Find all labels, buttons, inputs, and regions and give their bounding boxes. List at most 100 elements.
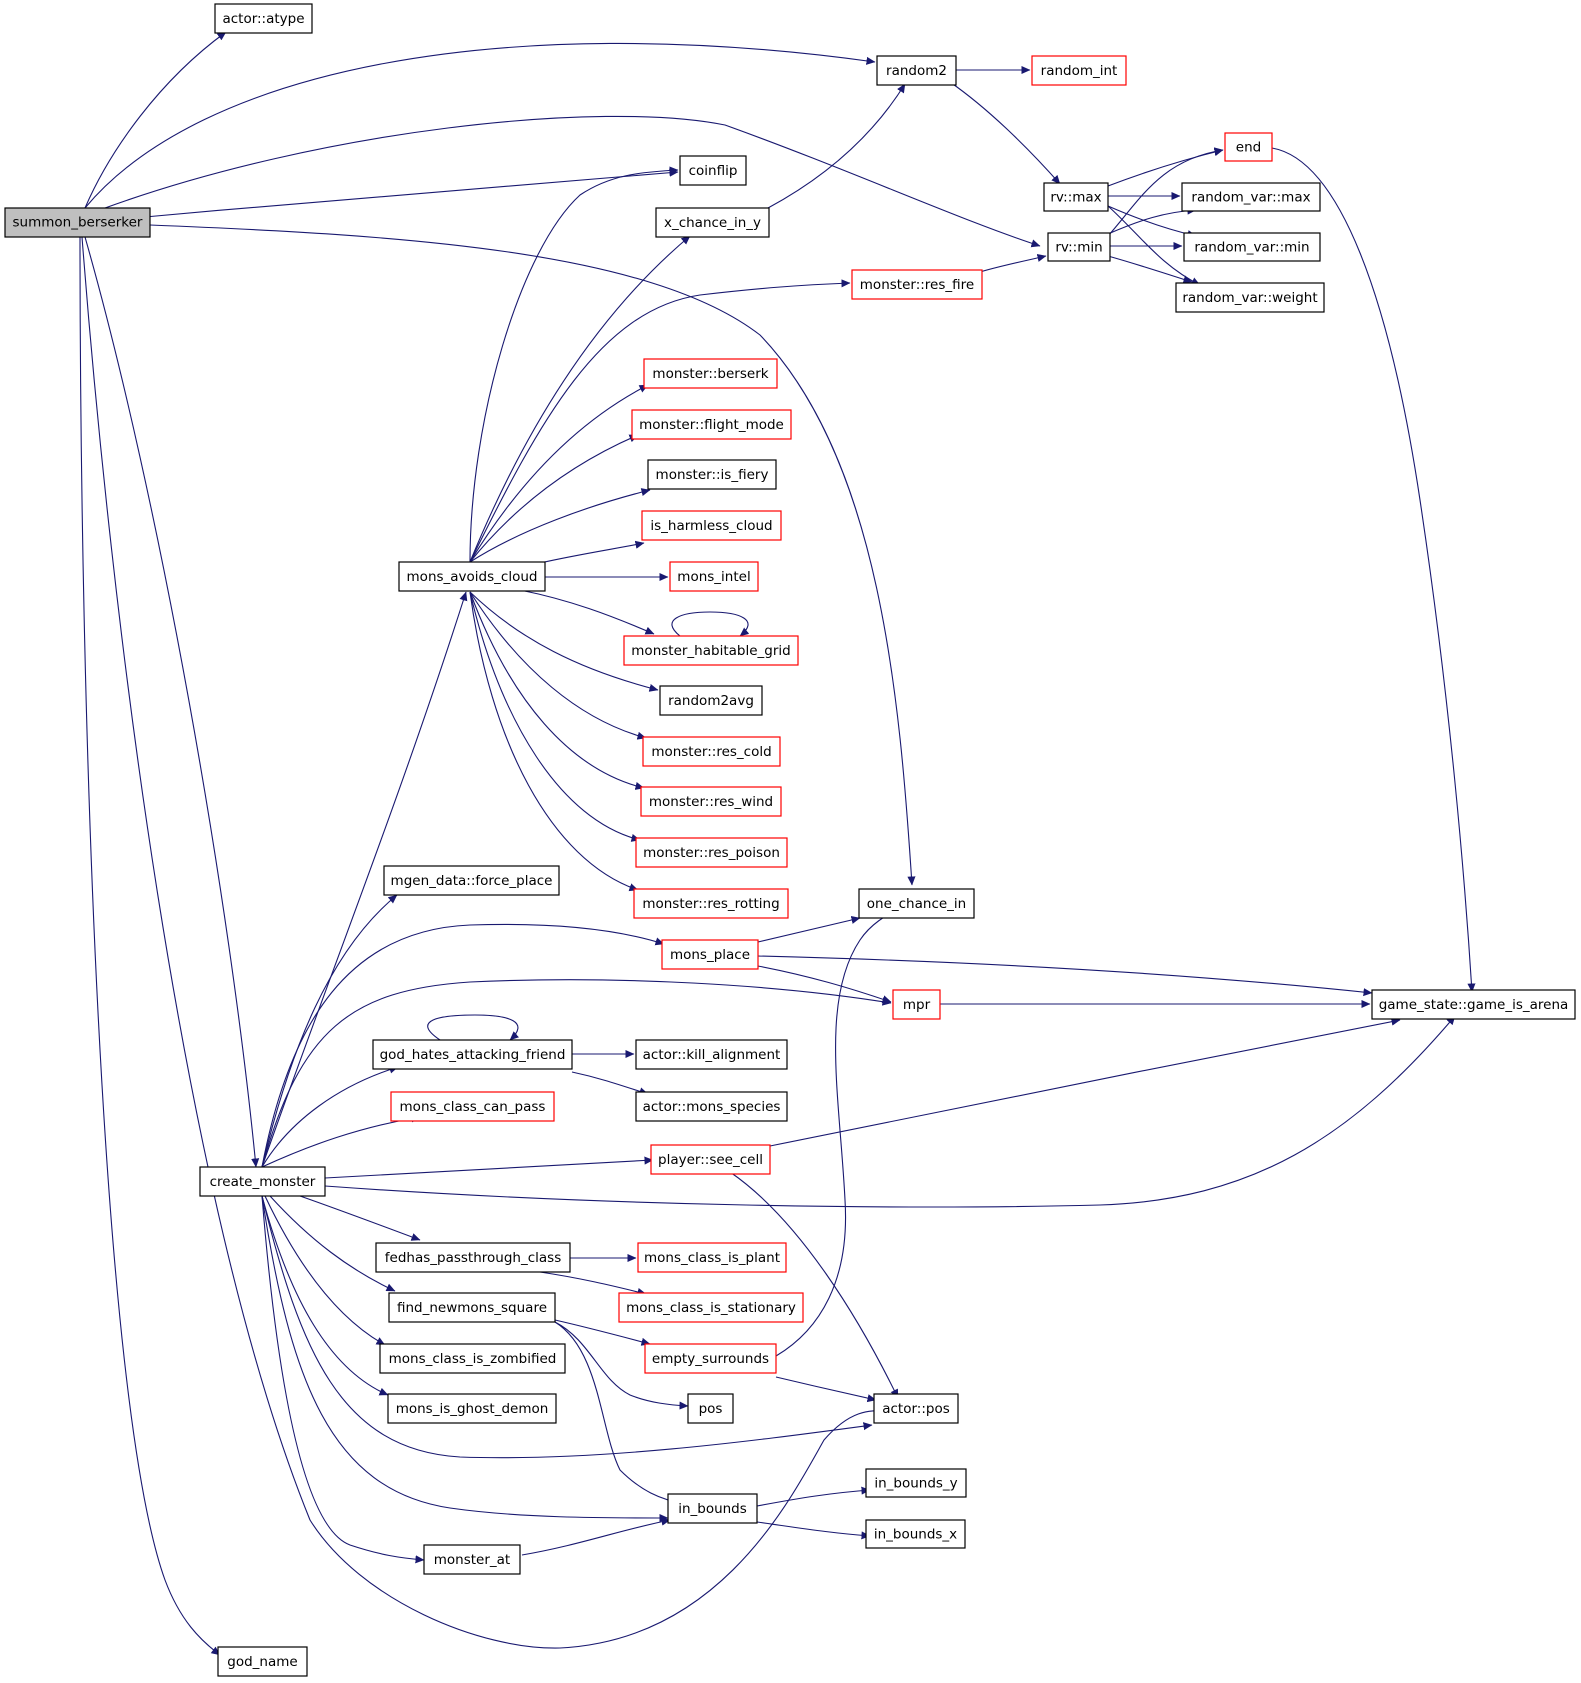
svg-text:monster::is_fiery: monster::is_fiery	[656, 467, 769, 483]
node-rv-max[interactable]: rv::max	[1043, 182, 1109, 212]
node-actor-mons-species[interactable]: actor::mons_species	[635, 1091, 788, 1122]
node-random-var-max[interactable]: random_var::max	[1181, 182, 1321, 212]
svg-text:random_var::max: random_var::max	[1191, 190, 1310, 206]
node-mons-place[interactable]: mons_place	[661, 939, 759, 970]
node-actor-kill-alignment[interactable]: actor::kill_alignment	[635, 1039, 788, 1070]
node-x-chance-in-y[interactable]: x_chance_in_y	[655, 207, 770, 238]
edge-player-see-cell-to-actor-pos	[729, 1171, 899, 1399]
edge-summon-berserker-to-random2	[84, 42, 876, 209]
node-mgen-data-force-place[interactable]: mgen_data::force_place	[383, 865, 560, 896]
svg-text:create_monster: create_monster	[210, 1174, 316, 1190]
edge-mons-place-to-mpr	[757, 965, 892, 1004]
svg-text:mons_is_ghost_demon: mons_is_ghost_demon	[396, 1401, 549, 1417]
node-mons-avoids-cloud[interactable]: mons_avoids_cloud	[398, 561, 546, 592]
node-in-bounds[interactable]: in_bounds	[667, 1493, 758, 1524]
node-pos[interactable]: pos	[687, 1393, 734, 1424]
edge-monster-res-fire-to-rv-min	[979, 253, 1047, 273]
node-random-var-weight[interactable]: random_var::weight	[1175, 282, 1325, 313]
svg-text:mons_place: mons_place	[670, 947, 750, 963]
svg-text:actor::kill_alignment: actor::kill_alignment	[643, 1047, 781, 1063]
edge-create-monster-to-mons-class-can-pass	[261, 1114, 421, 1168]
edges	[79, 31, 1476, 1656]
node-god-hates-attacking-friend[interactable]: god_hates_attacking_friend	[372, 1039, 573, 1070]
edge-summon-berserker-to-actor-atype	[84, 31, 227, 209]
node-summon-berserker[interactable]: summon_berserker	[4, 207, 151, 238]
svg-text:god_name: god_name	[227, 1654, 297, 1670]
edge-empty-surrounds-to-one-chance-in	[775, 905, 906, 1357]
edge-create-monster-to-actor-pos	[261, 1195, 873, 1459]
edge-create-monster-to-god-hates	[261, 1065, 399, 1168]
node-random-var-min[interactable]: random_var::min	[1183, 232, 1321, 262]
svg-text:in_bounds_x: in_bounds_x	[874, 1527, 957, 1543]
node-actor-atype[interactable]: actor::atype	[214, 3, 313, 34]
svg-text:find_newmons_square: find_newmons_square	[397, 1300, 547, 1316]
node-monster-res-wind[interactable]: monster::res_wind	[640, 786, 782, 817]
node-mons-class-is-stationary[interactable]: mons_class_is_stationary	[618, 1292, 804, 1323]
node-random-int[interactable]: random_int	[1031, 55, 1127, 86]
node-end[interactable]: end	[1224, 132, 1273, 162]
node-mons-intel[interactable]: mons_intel	[669, 561, 759, 592]
edge-mons-avoids-cloud-to-coinflip	[469, 166, 679, 563]
edge-mons-avoids-cloud-to-random2avg	[469, 591, 659, 692]
node-empty-surrounds[interactable]: empty_surrounds	[644, 1343, 777, 1374]
svg-text:monster::res_poison: monster::res_poison	[643, 845, 780, 861]
node-mons-is-ghost-demon[interactable]: mons_is_ghost_demon	[387, 1393, 557, 1424]
node-monster-at[interactable]: monster_at	[423, 1544, 521, 1575]
node-mons-class-can-pass[interactable]: mons_class_can_pass	[390, 1091, 555, 1122]
node-random2avg[interactable]: random2avg	[659, 685, 763, 716]
node-in-bounds-x[interactable]: in_bounds_x	[865, 1519, 966, 1549]
node-random2[interactable]: random2	[876, 55, 957, 86]
svg-text:x_chance_in_y: x_chance_in_y	[664, 215, 761, 231]
nodes: summon_berserker actor::atype random2 ra…	[4, 3, 1576, 1677]
edge-mons-avoids-cloud-to-x-chance-in-y	[469, 235, 691, 563]
node-monster-res-rotting[interactable]: monster::res_rotting	[633, 888, 789, 919]
svg-text:actor::pos: actor::pos	[882, 1401, 950, 1417]
svg-text:random2: random2	[886, 63, 947, 79]
edge-player-see-cell-to-game-is-arena	[769, 1017, 1401, 1147]
svg-text:random_int: random_int	[1041, 63, 1118, 79]
edge-in-bounds-to-in-bounds-x	[756, 1521, 871, 1540]
svg-text:monster_at: monster_at	[434, 1552, 510, 1568]
node-rv-min[interactable]: rv::min	[1047, 232, 1111, 262]
edge-create-monster-to-in-bounds	[261, 1195, 669, 1523]
edge-summon-berserker-to-create-monster	[84, 236, 260, 1168]
node-is-harmless-cloud[interactable]: is_harmless_cloud	[641, 510, 782, 541]
node-mons-class-is-plant[interactable]: mons_class_is_plant	[637, 1242, 787, 1273]
node-one-chance-in[interactable]: one_chance_in	[858, 888, 975, 919]
svg-text:rv::max: rv::max	[1050, 190, 1101, 206]
node-create-monster[interactable]: create_monster	[199, 1166, 326, 1197]
svg-text:random_var::min: random_var::min	[1194, 240, 1309, 256]
node-in-bounds-y[interactable]: in_bounds_y	[865, 1468, 967, 1498]
edge-mons-avoids-cloud-to-monster-berserk	[469, 384, 649, 563]
svg-text:monster::res_wind: monster::res_wind	[649, 794, 773, 810]
edge-x-chance-in-y-to-random2	[767, 83, 906, 209]
node-monster-flight-mode[interactable]: monster::flight_mode	[631, 409, 792, 440]
node-monster-res-poison[interactable]: monster::res_poison	[635, 837, 788, 868]
node-mons-class-is-zombified[interactable]: mons_class_is_zombified	[379, 1343, 566, 1374]
edge-create-monster-to-find-newmons	[269, 1195, 396, 1292]
edge-in-bounds-to-in-bounds-y	[756, 1486, 871, 1507]
svg-text:mons_intel: mons_intel	[677, 569, 750, 585]
node-find-newmons-square[interactable]: find_newmons_square	[388, 1292, 556, 1323]
node-mpr[interactable]: mpr	[892, 989, 941, 1020]
node-game-state-game-is-arena[interactable]: game_state::game_is_arena	[1371, 989, 1576, 1020]
node-monster-res-fire[interactable]: monster::res_fire	[851, 269, 983, 300]
edge-mons-avoids-cloud-to-monster-res-cold	[469, 591, 647, 740]
svg-text:random2avg: random2avg	[668, 693, 754, 709]
edge-monster-habitable-grid-self	[671, 611, 750, 637]
edge-summon-berserker-to-actor-pos	[81, 236, 886, 1649]
node-monster-is-fiery[interactable]: monster::is_fiery	[647, 459, 777, 490]
node-god-name[interactable]: god_name	[217, 1646, 308, 1677]
node-coinflip[interactable]: coinflip	[679, 155, 747, 186]
node-fedhas-passthrough-class[interactable]: fedhas_passthrough_class	[375, 1242, 571, 1273]
node-monster-res-cold[interactable]: monster::res_cold	[642, 736, 781, 767]
svg-text:pos: pos	[699, 1401, 723, 1417]
node-player-see-cell[interactable]: player::see_cell	[650, 1144, 771, 1175]
svg-text:random_var::weight: random_var::weight	[1182, 290, 1317, 306]
edge-fedhas-to-stationary	[539, 1271, 647, 1296]
node-actor-pos[interactable]: actor::pos	[873, 1393, 959, 1424]
node-monster-habitable-grid[interactable]: monster_habitable_grid	[623, 635, 799, 666]
node-monster-berserk[interactable]: monster::berserk	[643, 358, 778, 389]
edge-find-newmons-to-pos	[554, 1321, 689, 1410]
